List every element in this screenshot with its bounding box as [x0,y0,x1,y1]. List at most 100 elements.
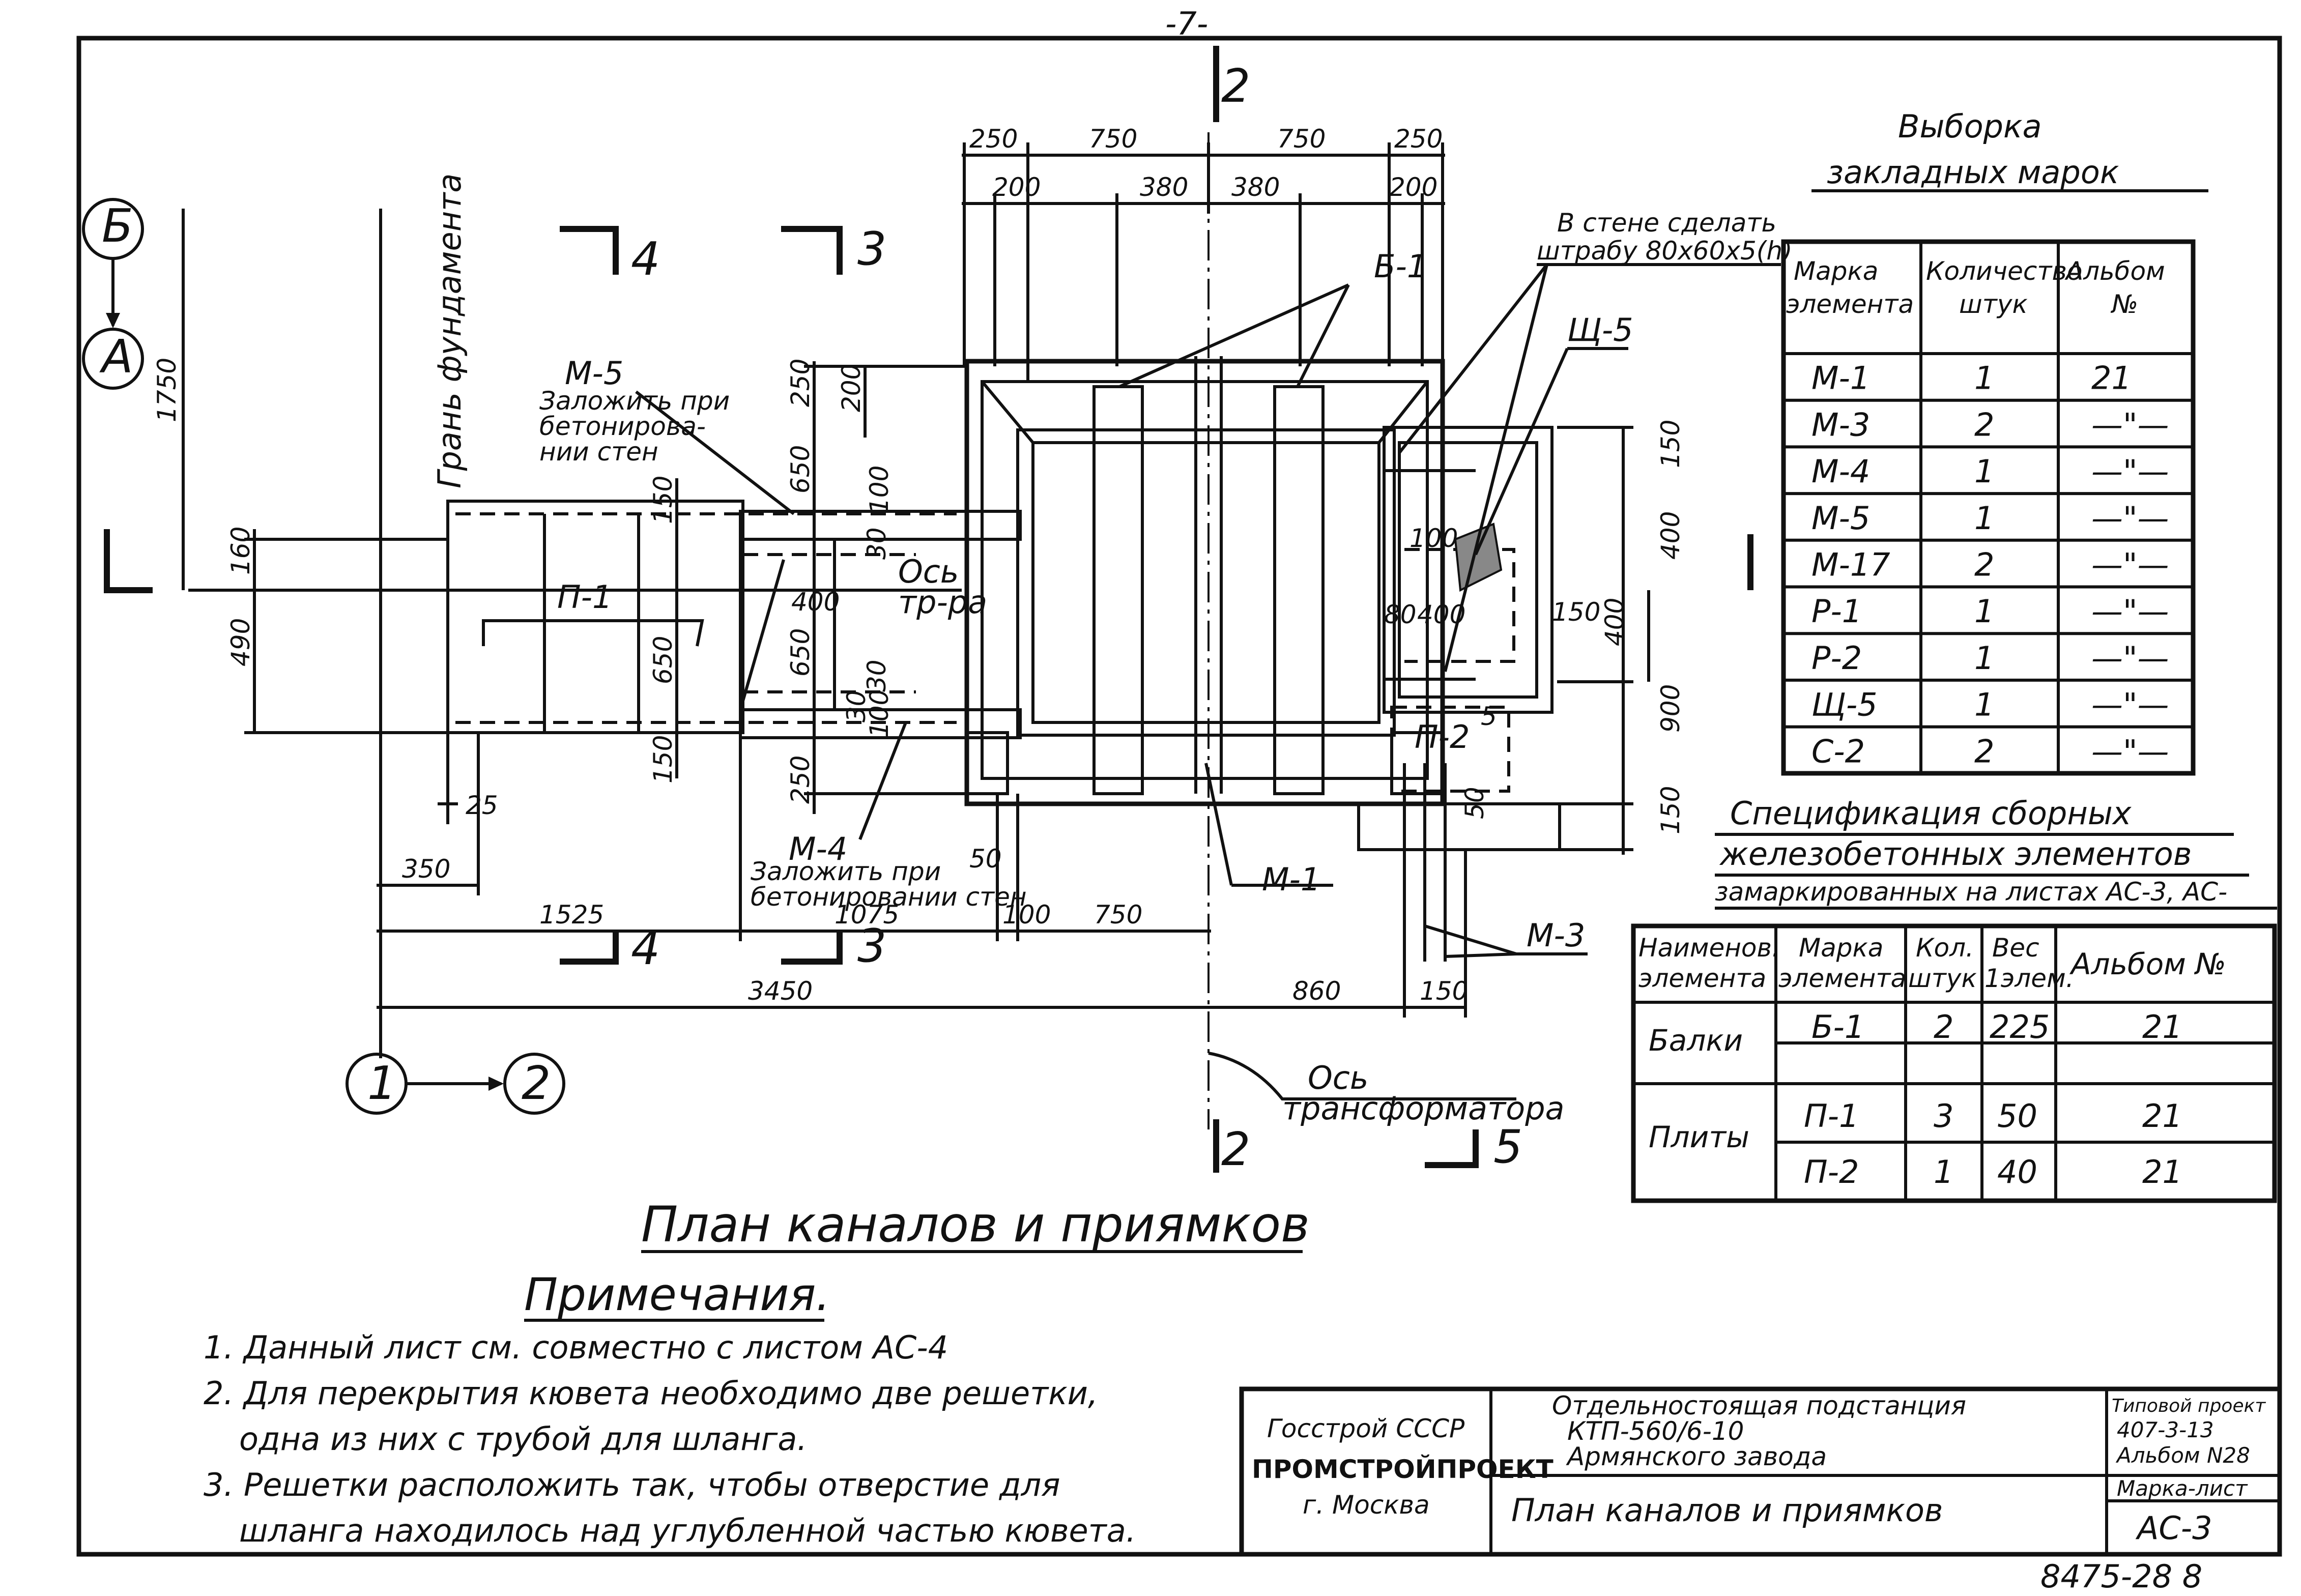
sel-album: —"— [2091,640,2169,677]
plan-drawing: Б А 1 2 2 2 4 3 4 3 5 Грань фундамента [82,46,1793,1176]
axis-a-label: А [99,330,133,384]
spec-head-name-2: элемента [1638,964,1766,993]
note-1: 1. Данный лист см. совместно с листом АС… [204,1329,948,1366]
selection-title-2: закладных марок [1827,154,2119,191]
sel-qty: 1 [1974,593,1994,630]
sel-album: —"— [2091,546,2169,584]
tb-project-2: КТП-560/6-10 [1567,1416,1744,1446]
sel-mark: Р-1 [1811,593,1862,630]
spec-p2-weight: 40 [1997,1153,2037,1191]
spec-p2-qty: 1 [1934,1153,1953,1191]
axis-tr-label-1: Ось [898,553,959,590]
m5-note-1: Заложить при [539,386,730,416]
sel-album: —"— [2091,686,2169,723]
sel-qty: 2 [1974,546,1994,584]
section-3-top: 3 [857,222,886,276]
tb-mark: АС-3 [2135,1510,2212,1547]
axis-2-label: 2 [522,1057,551,1110]
section-3-bottom: 3 [857,919,886,973]
tb-type-project-2: 407-3-13 [2117,1417,2214,1442]
dim-bottom-350: 350 [402,854,450,884]
axis-transformer-2: трансформатора [1282,1090,1565,1127]
spec-b1-mark: Б-1 [1811,1008,1864,1046]
dim-right-150-c: 150 [1552,597,1600,627]
tb-mark-label: Марка-лист [2117,1476,2248,1501]
face-foundation-label: Грань фундамента [431,173,468,488]
spec-head-qty-2: штук [1908,964,1977,993]
spec-head-album: Альбом № [2069,947,2226,981]
sel-mark: М-1 [1811,360,1870,397]
sel-qty: 1 [1974,453,1994,490]
tb-type-project-1: Типовой проект [2112,1396,2266,1416]
spec-p1-mark: П-1 [1804,1097,1859,1135]
sel-qty: 1 [1974,640,1994,677]
dim-inner-100-b: 100 [865,689,894,738]
dim-inner-30-c: 30 [842,690,871,722]
dim-inner-30-a: 30 [862,527,891,560]
sel-head-mark-2: элемента [1786,289,1914,319]
title-block: Госстрой СССР ПРОМСТРОЙПРОЕКТ г. Москва … [1239,1386,2282,1557]
sel-head-qty-1: Количество [1926,256,2083,286]
tb-project-1: Отдельностоящая подстанция [1552,1391,1966,1420]
spec-p2-album: 21 [2142,1153,2182,1191]
sel-album: —"— [2091,453,2169,490]
spec-b1-qty: 2 [1934,1008,1953,1046]
sel-qty: 2 [1974,406,1994,443]
dim-bottom-1525: 1525 [539,900,604,930]
spec-table: Спецификация сборных железобетонных элем… [1631,795,2277,1203]
dim-right-900: 900 [1656,684,1685,733]
spec-title-2: железобетонных элементов [1719,835,2192,873]
dim-top-4: 250 [1394,124,1443,154]
dim-bottom-100: 100 [1002,900,1051,930]
note-2: 2. Для перекрытия кювета необходимо две … [204,1375,1098,1412]
spec-head-weight-1: Вес [1992,933,2039,963]
sel-qty: 1 [1974,500,1994,537]
notes-heading: Примечания. [524,1268,830,1321]
spec-head-qty-1: Кол. [1916,933,1974,963]
dim-inner-150-a: 150 [648,476,678,524]
dim-inner-100-a: 100 [865,466,894,514]
dim-bottom-750: 750 [1094,900,1142,930]
dim-bottom-860: 860 [1292,976,1341,1006]
m4-note-1: Заложить при [751,857,941,886]
sheet-number: 8475-28 8 [2040,1558,2202,1595]
dim-inner-650-b: 650 [648,636,678,684]
sel-mark: М-4 [1811,453,1870,490]
dim-top2-4: 200 [1389,172,1437,202]
page-number: -7- [1165,5,1208,42]
axis-transformer-1: Ось [1308,1059,1368,1096]
dim-left-3: 490 [226,618,255,666]
dim-inner-250-bottom: 250 [786,756,815,804]
dim-right-400-b: 400 [1600,598,1629,646]
dim-right-150-b: 150 [1656,786,1685,834]
p2-label: П-2 [1415,718,1470,756]
spec-b1-album: 21 [2142,1008,2182,1046]
sel-album: —"— [2091,500,2169,537]
dim-inner-150-b: 150 [648,735,678,784]
m1-label: М-1 [1262,861,1320,898]
spec-head-weight-2: 1элем. [1984,964,2074,993]
sel-qty: 1 [1974,360,1994,397]
spec-p1-album: 21 [2142,1097,2182,1135]
spec-p1-qty: 3 [1934,1097,1953,1135]
sheet-frame [76,36,2282,1557]
m5-label: М-5 [565,355,623,392]
wall-note-2: штрабу 80х60х5(h) [1537,236,1793,266]
dim-top2-3: 380 [1231,172,1280,202]
notes: Примечания. 1. Данный лист см. совместно… [204,1268,1136,1549]
sel-mark: М-3 [1811,406,1870,443]
dim-inner-25: 25 [466,791,498,820]
spec-title-1: Спецификация сборных [1730,795,2132,832]
sel-mark: С-2 [1811,733,1865,770]
dim-inner-30-b: 30 [862,659,891,692]
section-2-top: 2 [1221,60,1250,113]
dim-right-150-a: 150 [1656,420,1685,468]
selection-table: Выборка закладных марок Марка элемента К… [1781,108,2208,776]
axis-2-bubble [503,1053,565,1115]
dim-bottom-1075: 1075 [835,900,899,930]
spec-head-mark-1: Марка [1799,933,1883,963]
dim-inner-650-a: 650 [786,445,815,494]
wall-note-1: В стене сделать [1557,208,1776,238]
axis-a-bubble [82,328,144,390]
